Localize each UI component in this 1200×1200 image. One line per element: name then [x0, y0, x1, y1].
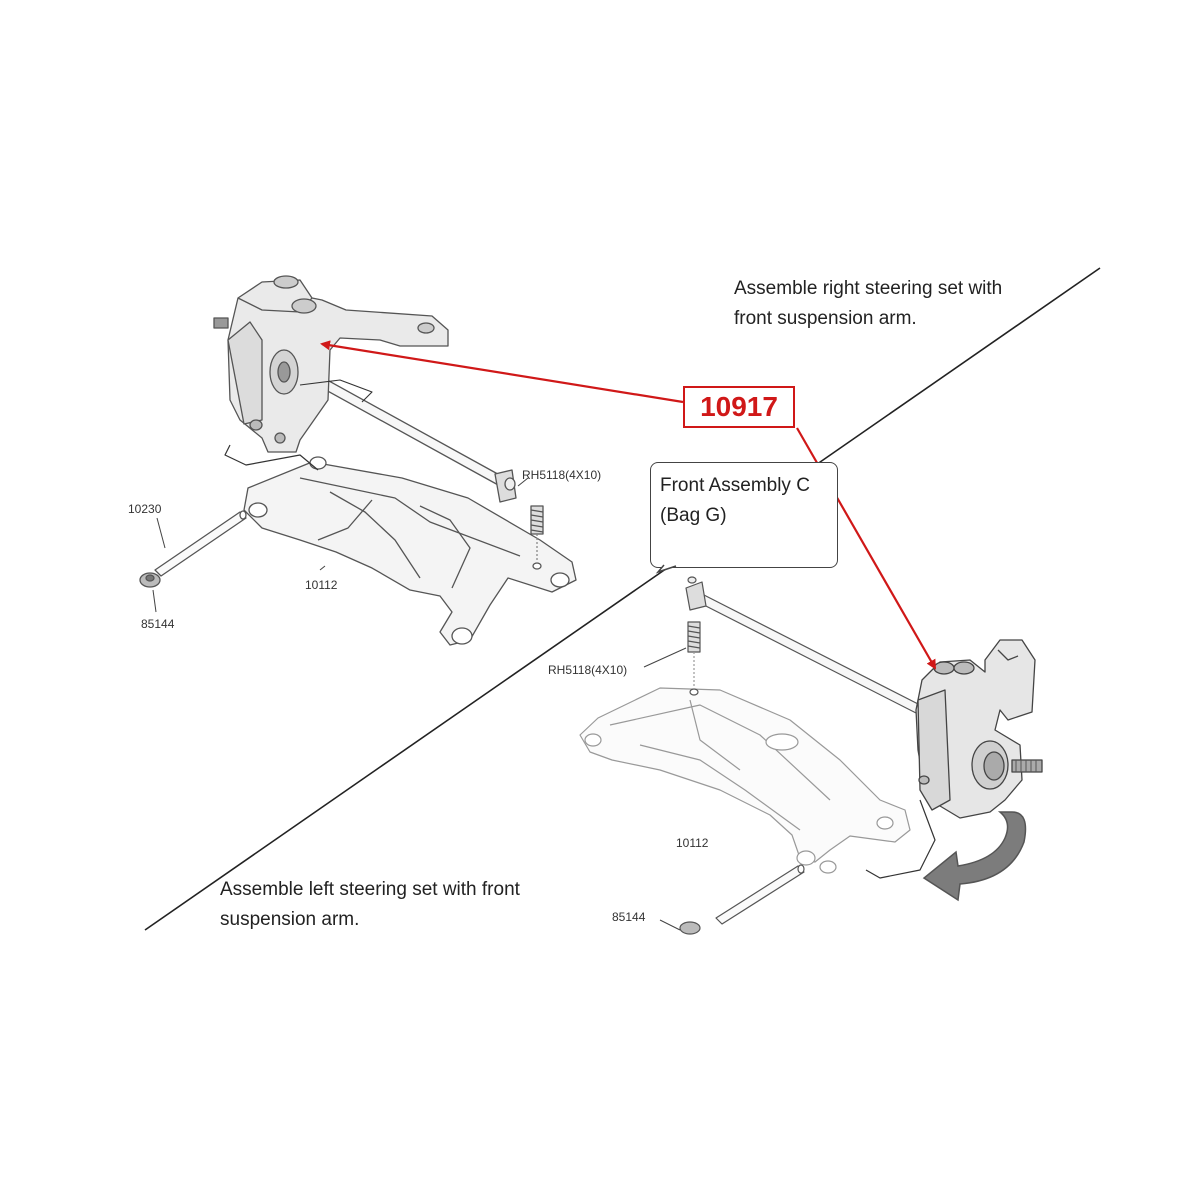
upper-assembly: [139, 275, 577, 646]
upper-nut-label: 85144: [141, 617, 175, 631]
lower-set-screw: [687, 621, 701, 696]
upper-set-screw-label: RH5118(4X10): [522, 468, 602, 482]
part-number: 10917: [700, 391, 778, 422]
left-steering-line-1: Assemble left steering set with front: [220, 879, 520, 900]
lower-assembly: [579, 576, 936, 935]
upper-set-screw: [530, 505, 544, 570]
part-number-callout: 10917: [683, 386, 795, 428]
lower-leader-lines: [643, 647, 687, 931]
upper-leader-lines: [152, 477, 529, 613]
upper-arm-label: 10112: [305, 578, 338, 592]
assembly-bag: (Bag G): [660, 505, 727, 526]
upper-suspension-arm: [243, 456, 577, 646]
left-steering-instruction: Assemble left steering set with front su…: [220, 875, 520, 935]
upper-hinge-pin-label: 10230: [128, 502, 162, 516]
section-divider: [144, 267, 1101, 931]
assembly-title: Front Assembly C: [660, 475, 810, 496]
rotate-arrow-icon: [922, 811, 1027, 902]
upper-hinge-pin: [154, 510, 247, 577]
lower-hinge-pin: [715, 864, 805, 925]
right-steering-line-1: Assemble right steering set with: [734, 278, 1003, 299]
upper-nut: [139, 572, 161, 588]
upper-link-line: [224, 444, 319, 471]
right-steering-instruction: Assemble right steering set with front s…: [734, 274, 1002, 334]
assembly-bag-box: Front Assembly C (Bag G): [650, 462, 838, 568]
right-steering-line-2: front suspension arm.: [734, 308, 917, 329]
lower-set-screw-label: RH5118(4X10): [548, 663, 628, 677]
lower-suspension-arm: [579, 687, 911, 874]
lower-nut-label: 85144: [612, 910, 646, 924]
lower-link-line: [865, 799, 936, 879]
lower-nut: [679, 921, 701, 935]
left-steering-line-2: suspension arm.: [220, 909, 360, 930]
upper-link-line-2: [299, 379, 373, 403]
upper-steering-knuckle: [213, 275, 449, 453]
lower-steering-knuckle: [915, 639, 1043, 819]
lower-arm-label: 10112: [676, 836, 709, 850]
